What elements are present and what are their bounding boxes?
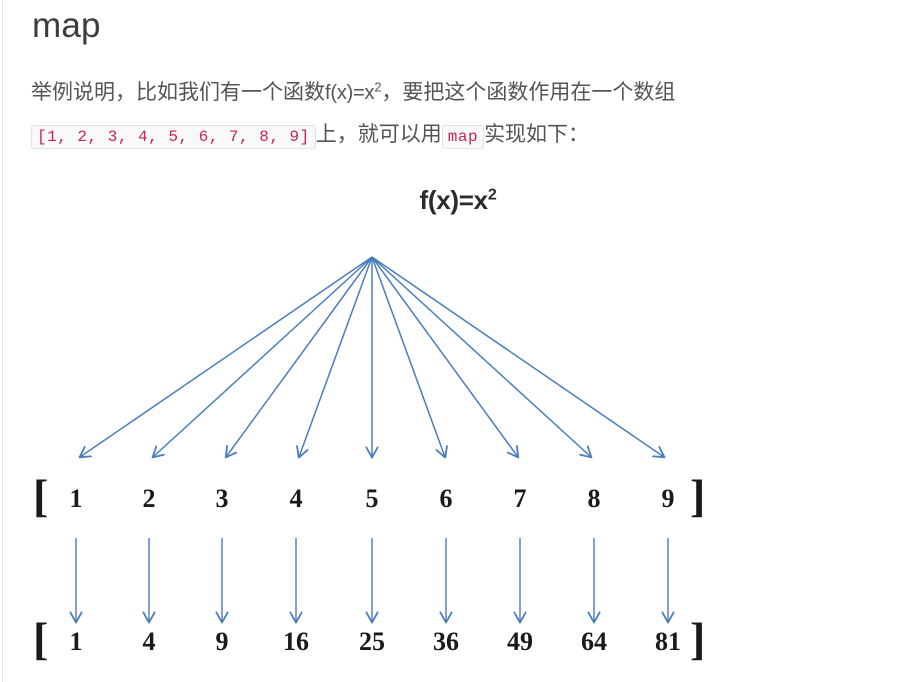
input-cell-9: 9 <box>661 484 675 513</box>
page-title: map <box>32 6 101 45</box>
fan-arrow-1 <box>78 256 373 459</box>
input-array-row: [ 1 2 3 4 5 6 7 8 9 ] <box>0 473 916 525</box>
arrows-layer <box>69 256 675 624</box>
paragraph-text-part4: 实现如下： <box>484 123 590 146</box>
fan-arrow-3 <box>224 256 373 459</box>
input-cell-8: 8 <box>587 484 601 513</box>
output-cell-1: 1 <box>69 627 83 656</box>
function-node-label: f(x)=x2 <box>0 185 916 216</box>
map-diagram: f(x)=x2 <box>0 185 916 682</box>
input-cell-4: 4 <box>289 484 303 513</box>
output-cell-2: 4 <box>142 627 156 656</box>
fan-arrow-9 <box>371 256 666 459</box>
inline-formula-base: f(x)=x <box>325 82 375 104</box>
input-cell-6: 6 <box>439 484 453 513</box>
output-bracket-close: ] <box>690 613 706 664</box>
input-cell-5: 5 <box>365 484 379 513</box>
input-cell-2: 2 <box>142 484 156 513</box>
fan-arrow-8 <box>371 256 593 459</box>
output-bracket-open: [ <box>33 613 49 664</box>
inline-formula-exponent: 2 <box>374 79 382 95</box>
output-cell-8: 64 <box>581 627 607 656</box>
function-node-label-base: f(x)=x <box>419 185 489 215</box>
intro-paragraph: 举例说明，比如我们有一个函数f(x)=x2，要把这个函数作用在一个数组 [1, 2… <box>31 72 887 158</box>
output-cell-4: 16 <box>283 627 309 656</box>
paragraph-text-part3: 上，就可以用 <box>315 123 442 146</box>
inline-code-map: map <box>441 125 485 149</box>
fan-arrow-group <box>78 256 666 459</box>
input-cell-1: 1 <box>69 484 83 513</box>
fan-arrow-2 <box>151 256 373 459</box>
vertical-arrow-group <box>69 538 675 624</box>
function-node-label-exponent: 2 <box>487 186 497 204</box>
fan-arrow-7 <box>371 256 520 459</box>
output-cell-9: 81 <box>655 627 681 656</box>
output-cell-7: 49 <box>507 627 533 656</box>
inline-formula: f(x)=x2 <box>325 79 382 104</box>
page-edge-rule <box>2 0 3 682</box>
paragraph-text-part1: 举例说明，比如我们有一个函数 <box>31 81 325 104</box>
output-cell-5: 25 <box>359 627 385 656</box>
output-cell-6: 36 <box>433 627 459 656</box>
output-array-row: [ 1 4 9 16 25 36 49 64 81 ] <box>0 616 916 668</box>
input-cell-3: 3 <box>215 484 229 513</box>
inline-code-array: [1, 2, 3, 4, 5, 6, 7, 8, 9] <box>31 125 316 149</box>
input-bracket-close: ] <box>690 470 706 521</box>
input-cell-7: 7 <box>513 484 527 513</box>
output-cell-3: 9 <box>215 627 229 656</box>
fan-arrow-6 <box>371 256 448 459</box>
fan-arrow-4 <box>296 256 373 459</box>
input-bracket-open: [ <box>33 470 49 521</box>
paragraph-text-part2: ，要把这个函数作用在一个数组 <box>381 81 676 104</box>
